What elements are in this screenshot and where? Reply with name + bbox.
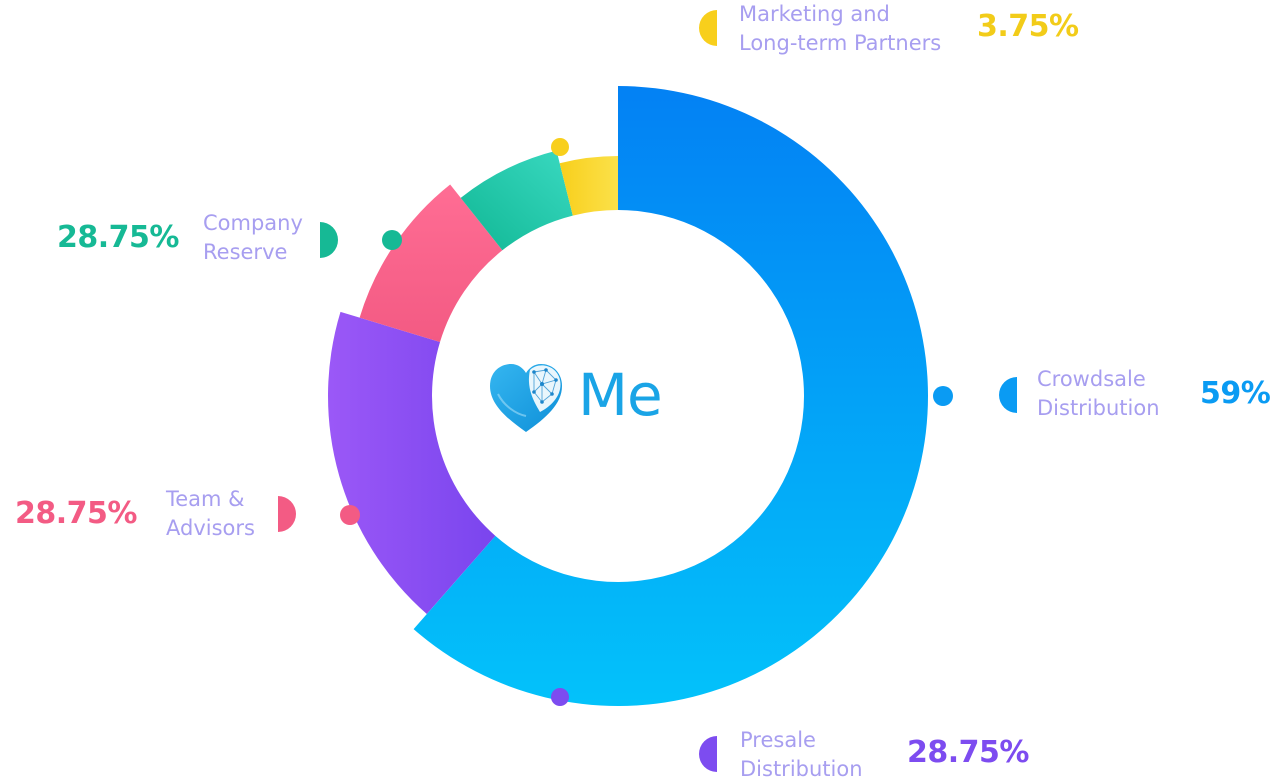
legend-label-reserve-line2: Reserve [203, 240, 288, 264]
legend-label-crowdsale-line1: Crowdsale [1037, 367, 1146, 391]
slice-reserve [460, 150, 573, 251]
legend-percent-marketing: 3.75% [977, 9, 1079, 44]
slice-team [359, 184, 503, 343]
half-disc-team [278, 496, 296, 532]
half-disc-reserve [320, 222, 338, 258]
slice-crowdsale [413, 86, 928, 706]
legend-label-marketing-line1: Marketing and [739, 2, 890, 26]
half-disc-presale [699, 736, 717, 772]
legend-label-presale-line1: Presale [740, 728, 816, 752]
dot-crowdsale [933, 386, 953, 406]
legend-percent-reserve: 28.75% [57, 220, 179, 255]
dot-marketing [551, 138, 569, 156]
legend-label-team-line1: Team & [166, 487, 245, 511]
brand-logo: Me [486, 358, 686, 438]
legend-percent-crowdsale: 59% [1200, 376, 1271, 411]
slice-presale [328, 311, 496, 615]
half-disc-marketing [699, 10, 717, 46]
legend-label-presale: Presale Distribution [740, 726, 863, 784]
half-disc-crowdsale [999, 377, 1017, 413]
donut-slices [328, 86, 928, 706]
dot-team [340, 505, 360, 525]
dot-presale [551, 688, 569, 706]
legend-percent-team: 28.75% [15, 496, 137, 531]
legend-label-crowdsale-line2: Distribution [1037, 396, 1160, 420]
legend-label-reserve: Company Reserve [203, 209, 303, 267]
legend-label-marketing: Marketing and Long-term Partners [739, 0, 941, 58]
legend-label-presale-line2: Distribution [740, 757, 863, 781]
legend-percent-presale: 28.75% [907, 735, 1029, 770]
slice-marketing [559, 156, 618, 216]
legend-label-team-line2: Advisors [166, 516, 255, 540]
legend-label-reserve-line1: Company [203, 211, 303, 235]
legend-markers [278, 10, 1017, 772]
dot-reserve [382, 230, 402, 250]
heart-network-logo-icon [490, 364, 562, 432]
legend-label-team: Team & Advisors [166, 485, 255, 543]
legend-label-marketing-line2: Long-term Partners [739, 31, 942, 55]
brand-name: Me [578, 361, 663, 429]
legend-label-crowdsale: Crowdsale Distribution [1037, 365, 1160, 423]
